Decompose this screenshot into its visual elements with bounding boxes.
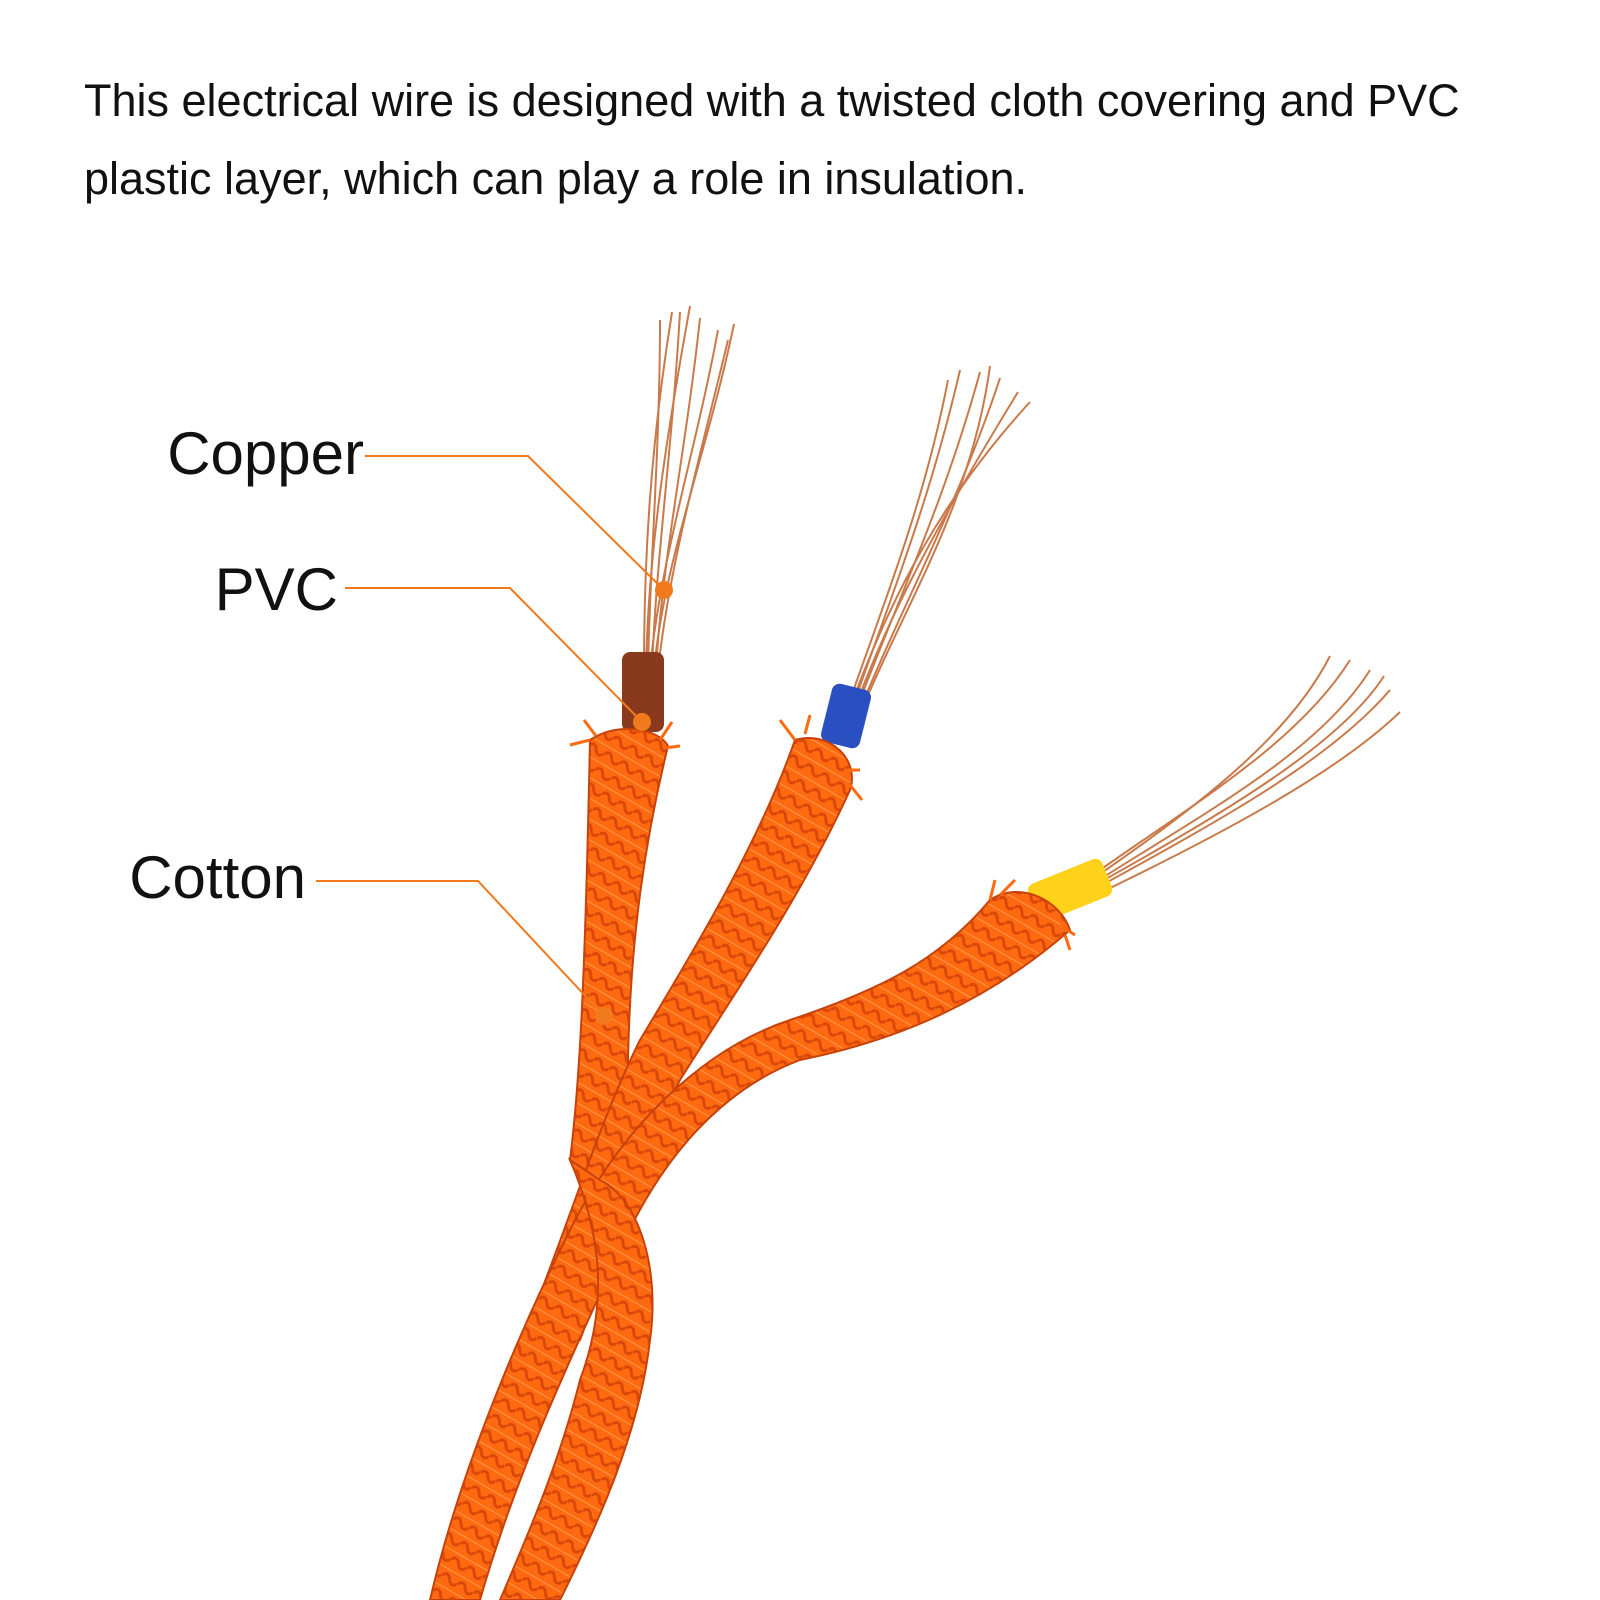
leader-line-copper [365, 455, 665, 591]
copper-strands-3 [1099, 655, 1401, 891]
label-copper: Copper [167, 420, 364, 487]
pvc-blue-insulation [821, 683, 871, 749]
label-pvc: PVC [214, 556, 338, 623]
leader-dot-pvc [633, 713, 651, 731]
label-cotton: Cotton [129, 844, 306, 911]
leader-line-cotton [316, 880, 605, 1017]
leader-lines [316, 455, 665, 1017]
frayed-cotton-ends [569, 714, 1076, 951]
copper-strands-2 [849, 365, 1031, 701]
braided-twist-bottom [498, 1157, 654, 1600]
leader-line-pvc [345, 587, 643, 723]
braided-jacket-3 [428, 890, 1072, 1600]
copper-strands-1 [643, 305, 735, 671]
leader-dot-cotton [595, 1007, 613, 1025]
leader-dot-copper [655, 581, 673, 599]
description-text: This electrical wire is designed with a … [84, 75, 1460, 204]
